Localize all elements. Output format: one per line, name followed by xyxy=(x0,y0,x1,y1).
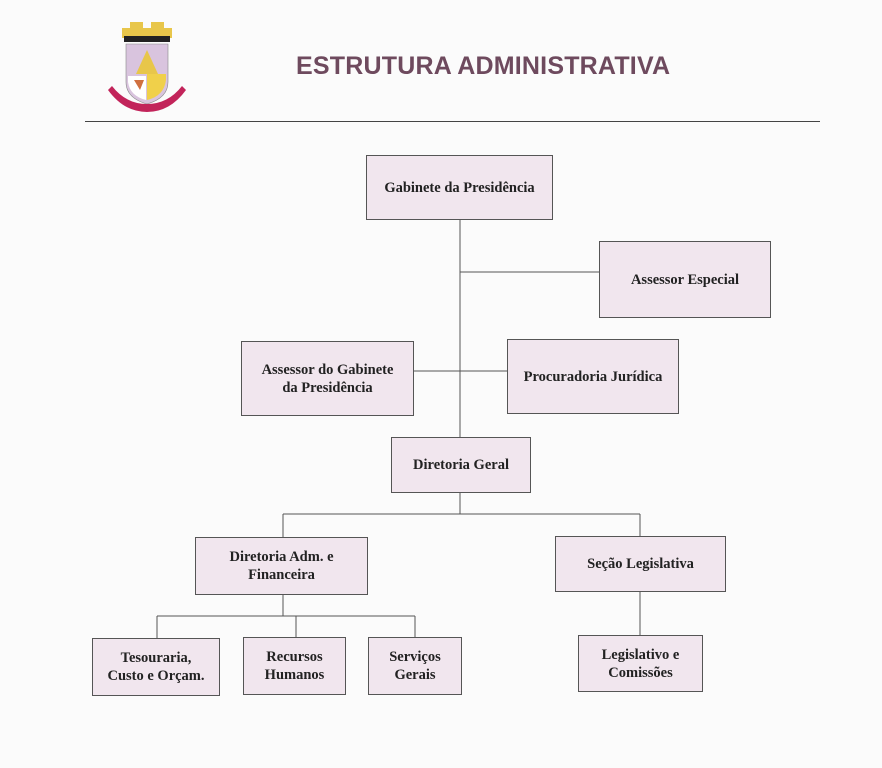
page-title: ESTRUTURA ADMINISTRATIVA xyxy=(296,52,671,80)
label-line: Recursos xyxy=(266,649,323,665)
label-line: Legislativo e xyxy=(601,646,680,663)
node-label: Diretoria Geral xyxy=(413,457,509,473)
node-tesouraria: Tesouraria, Custo e Orçam. xyxy=(92,638,220,696)
node-label: Assessor Especial xyxy=(630,271,740,288)
node-gabinete-presidencia: Gabinete da Presidência xyxy=(366,155,553,220)
label-line: Custo e Orçam. xyxy=(107,668,205,684)
header-divider xyxy=(85,121,820,122)
label-line: da Presidência xyxy=(282,379,373,396)
node-label: Gabinete da Presidência xyxy=(384,179,535,196)
label-line: Diretoria Adm. e xyxy=(229,549,334,565)
label-line: Serviços xyxy=(389,649,441,665)
node-procuradoria-juridica: Procuradoria Jurídica xyxy=(507,339,679,414)
node-label: Procuradoria Jurídica xyxy=(523,368,663,385)
label-line: Assessor do Gabinete xyxy=(261,361,394,378)
node-label: Diretoria Adm. e Financeira xyxy=(229,548,333,584)
label-line: Comissões xyxy=(608,664,673,681)
node-label: Seção Legislativa xyxy=(587,556,694,572)
node-assessor-especial: Assessor Especial xyxy=(599,241,771,318)
node-diretoria-geral: Diretoria Geral xyxy=(391,437,531,493)
label-line: Tesouraria, xyxy=(120,650,192,666)
node-label: Tesouraria, Custo e Orçam. xyxy=(107,649,204,685)
label-line: Financeira xyxy=(248,567,315,583)
node-secao-legislativa: Seção Legislativa xyxy=(555,536,726,592)
label-line: Humanos xyxy=(264,667,325,683)
coat-of-arms-logo xyxy=(108,22,186,112)
label-line: Gerais xyxy=(394,667,436,683)
node-diretoria-adm-financeira: Diretoria Adm. e Financeira xyxy=(195,537,368,595)
